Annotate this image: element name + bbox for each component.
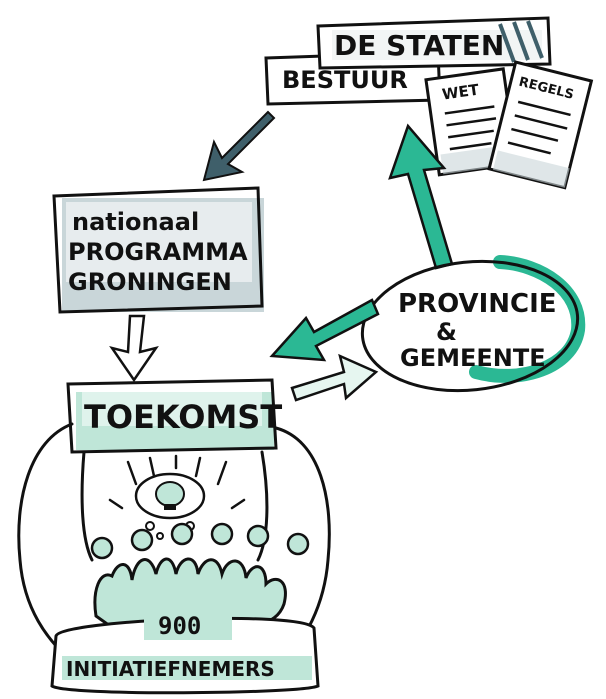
pedestal: 900 INITIATIEFNEMERS [50,612,320,695]
provincie-node: PROVINCIE & GEMEENTE [360,255,586,393]
nationaal-line2: PROGRAMMA [68,238,248,266]
arrow-provincie-to-staten [388,123,454,270]
toekomst-label: TOEKOMST [84,398,282,436]
nationaal-line1: nationaal [72,208,199,236]
bestuur-title: BESTUUR [282,66,408,94]
crowd-icon [90,522,310,628]
staten-title: DE STATEN [334,29,504,62]
arrow-staten-to-nationaal [202,110,276,182]
provincie-line2: & [436,318,457,346]
nationaal-box: nationaal PROGRAMMA GRONINGEN [52,186,264,314]
nationaal-line3: GRONINGEN [68,268,232,296]
person-head [90,522,310,560]
regels-document: REGELS [487,60,594,190]
initiatiefnemers-count: 900 [158,612,201,640]
initiatiefnemers-label: INITIATIEFNEMERS [66,657,275,681]
wet-title: WET [441,80,481,103]
arrow-provincie-to-toekomst [269,298,380,362]
raised-arms [93,557,287,628]
rays [108,454,246,510]
toekomst-box: TOEKOMST [66,378,282,454]
arrow-nationaal-to-toekomst [109,314,159,383]
provincie-line1: PROVINCIE [398,289,557,319]
provincie-line3: GEMEENTE [400,344,546,372]
staten-banner: DE STATEN BESTUUR [264,16,552,106]
lightbulb-thought-icon [134,472,206,540]
arrow-toekomst-to-provincie [290,353,379,402]
